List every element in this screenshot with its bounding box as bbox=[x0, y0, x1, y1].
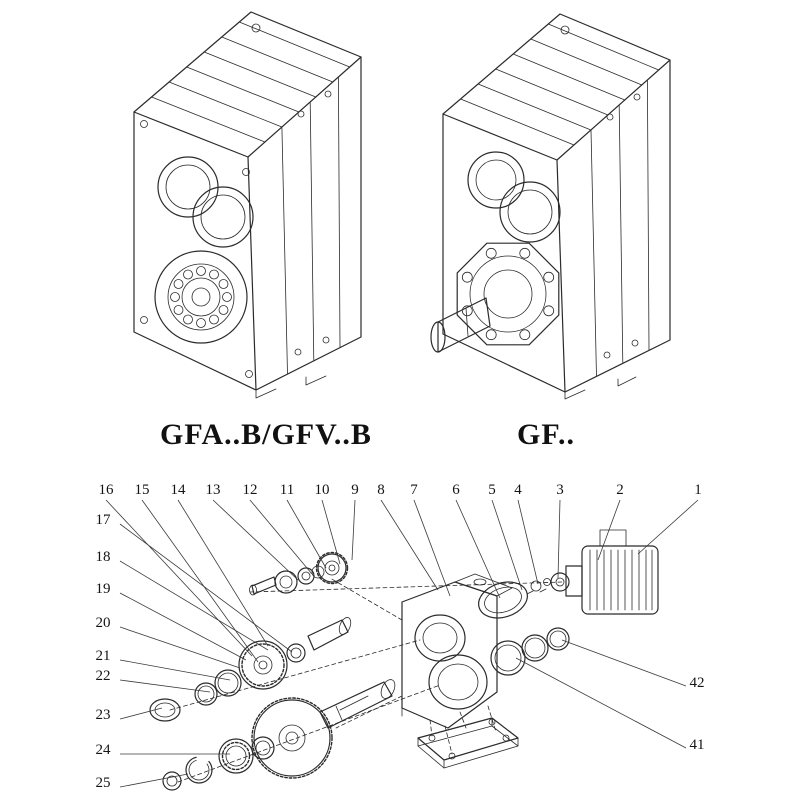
feet bbox=[564, 376, 637, 400]
callout-10: 10 bbox=[314, 482, 330, 498]
motor-fins bbox=[589, 549, 653, 611]
side-panels bbox=[281, 76, 341, 375]
gearbox-body-left bbox=[133, 11, 362, 399]
callout-23: 23 bbox=[95, 707, 111, 723]
output-flange bbox=[456, 242, 560, 346]
input-shaft-parts bbox=[249, 551, 349, 596]
lifting-hole bbox=[251, 23, 261, 33]
callout-24: 24 bbox=[95, 742, 111, 758]
gear-housing bbox=[401, 573, 513, 729]
fasteners bbox=[526, 578, 551, 595]
callout-25: 25 bbox=[95, 775, 111, 791]
figure-left-gearbox bbox=[133, 11, 362, 399]
callout-11: 11 bbox=[279, 482, 295, 498]
callout-8: 8 bbox=[377, 482, 385, 498]
input-bores bbox=[157, 156, 254, 248]
output-bearing bbox=[154, 250, 248, 344]
output-side-rings bbox=[490, 627, 570, 676]
input-bores bbox=[467, 151, 561, 243]
exploded-view bbox=[105, 499, 699, 791]
intermediate-shaft-parts bbox=[149, 617, 352, 722]
callout-41: 41 bbox=[689, 737, 705, 753]
callout-14: 14 bbox=[170, 482, 186, 498]
callout-22: 22 bbox=[95, 668, 111, 684]
callout-9: 9 bbox=[351, 482, 359, 498]
leader-lines bbox=[105, 499, 699, 788]
output-shaft bbox=[430, 297, 491, 353]
output-shaft-parts bbox=[162, 679, 396, 791]
callout-7: 7 bbox=[410, 482, 418, 498]
corner-screws bbox=[140, 120, 253, 378]
top-ribs bbox=[151, 21, 351, 143]
callout-19: 19 bbox=[95, 581, 111, 597]
callout-20: 20 bbox=[95, 615, 111, 631]
mounting-flange bbox=[417, 717, 519, 769]
callout-4: 4 bbox=[514, 482, 522, 498]
callout-1: 1 bbox=[694, 482, 702, 498]
top-ribs bbox=[460, 23, 660, 146]
callout-21: 21 bbox=[95, 648, 111, 664]
side-panels bbox=[590, 79, 650, 377]
callout-5: 5 bbox=[488, 482, 496, 498]
callout-2: 2 bbox=[616, 482, 624, 498]
callout-3: 3 bbox=[556, 482, 564, 498]
lifting-hole bbox=[560, 25, 570, 35]
feet bbox=[255, 375, 327, 399]
caption-left: GFA..B/GFV..B bbox=[160, 418, 372, 451]
gasket bbox=[478, 581, 528, 619]
callout-16: 16 bbox=[98, 482, 114, 498]
callout-12: 12 bbox=[242, 482, 258, 498]
callout-6: 6 bbox=[452, 482, 460, 498]
caption-right: GF.. bbox=[517, 418, 575, 451]
motor bbox=[550, 529, 659, 615]
callout-13: 13 bbox=[205, 482, 221, 498]
callout-17: 17 bbox=[95, 512, 111, 528]
callout-42: 42 bbox=[689, 675, 705, 691]
figure-right-gearbox bbox=[430, 13, 671, 400]
callout-18: 18 bbox=[95, 549, 111, 565]
callout-15: 15 bbox=[134, 482, 150, 498]
gearbox-body-right bbox=[430, 13, 671, 400]
